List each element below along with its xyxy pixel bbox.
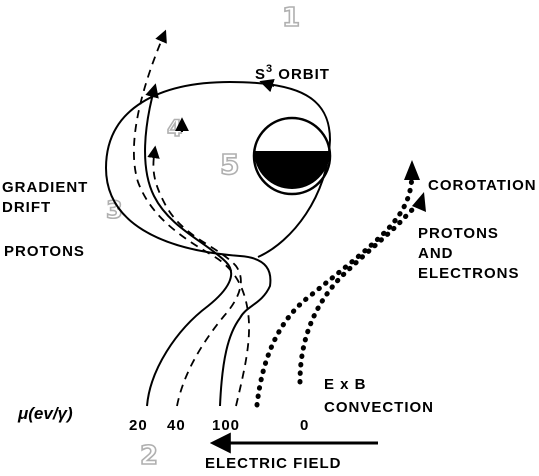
- corotation-label: COROTATION: [428, 177, 537, 194]
- s3-orbit-arrow: [259, 78, 275, 93]
- mu-axis-label: μ(ev/γ): [17, 404, 73, 423]
- earth-icon: [252, 116, 332, 196]
- protons-right-label: PROTONS: [418, 225, 499, 242]
- s3-orbit-label: S3 ORBIT: [255, 63, 330, 83]
- drift-path-mu-20: [144, 83, 233, 407]
- drift-label: DRIFT: [2, 199, 51, 216]
- drift-path-mu-100: [133, 29, 250, 407]
- gradient-label: GRADIENT: [2, 179, 88, 196]
- ghost-number-3: 3: [106, 196, 123, 224]
- drift-path-mu-40: [147, 145, 242, 407]
- mu-value-40: 40: [167, 417, 186, 434]
- mu-value-100: 100: [212, 417, 240, 434]
- mu-value-0: 0: [300, 417, 309, 434]
- corotation-arrowhead: [404, 160, 420, 180]
- mu-value-20: 20: [129, 417, 148, 434]
- protons-left-label: PROTONS: [4, 243, 85, 260]
- and-label: AND: [418, 245, 454, 262]
- convection-label: CONVECTION: [324, 399, 434, 416]
- ghost-number-2: 2: [140, 441, 158, 471]
- electrons-label: ELECTRONS: [418, 265, 520, 282]
- convection-arrowhead: [412, 192, 426, 212]
- electric-field-label: ELECTRIC FIELD: [205, 455, 342, 471]
- ghost-number-5: 5: [220, 148, 239, 181]
- ghost-number-4: 4: [167, 117, 182, 142]
- s3-orbit-path: [104, 80, 332, 407]
- convection-dotted-path: [297, 195, 425, 385]
- ghost-number-1: 1: [282, 3, 300, 33]
- exb-label: E x B: [324, 376, 367, 393]
